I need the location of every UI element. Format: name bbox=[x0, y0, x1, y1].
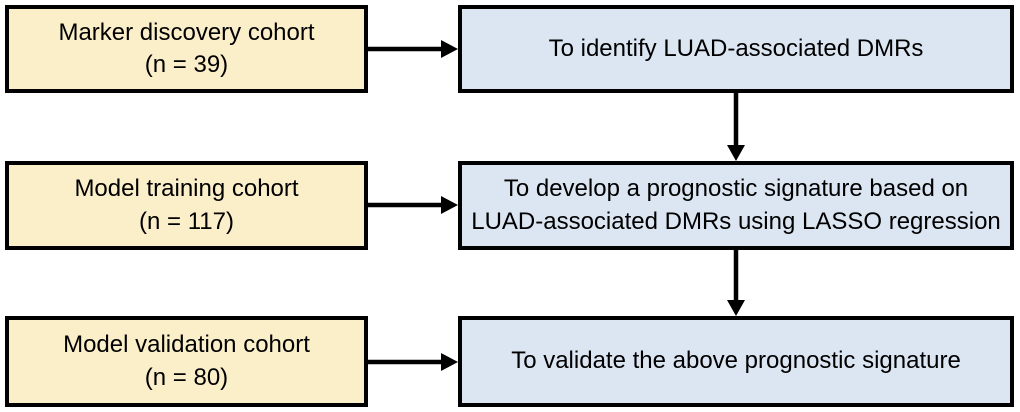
cohort-sample-size: (n = 80) bbox=[144, 363, 229, 391]
step-text: To validate the above prognostic signatu… bbox=[511, 347, 961, 375]
arrow-right-icon bbox=[368, 193, 458, 217]
arrow-right-icon bbox=[368, 37, 458, 61]
arrow-down-icon bbox=[724, 93, 748, 161]
step-text: To identify LUAD-associated DMRs bbox=[548, 34, 924, 62]
cohort-sample-size: (n = 117) bbox=[139, 207, 234, 235]
cohort-label: Model validation cohort bbox=[63, 331, 310, 359]
cohort-label: Marker discovery cohort bbox=[58, 18, 315, 46]
step-text: To develop a prognostic signature based … bbox=[471, 175, 1001, 235]
step-box-identify-dmrs: To identify LUAD-associated DMRs bbox=[458, 5, 1014, 93]
arrow-right-icon bbox=[368, 350, 458, 374]
cohort-sample-size: (n = 39) bbox=[144, 51, 229, 78]
step-box-validate-signature: To validate the above prognostic signatu… bbox=[458, 316, 1014, 407]
step-box-develop-signature: To develop a prognostic signature based … bbox=[458, 161, 1014, 250]
cohort-box-model-training: Model training cohort (n = 117) bbox=[5, 161, 368, 250]
cohort-box-model-validation: Model validation cohort (n = 80) bbox=[5, 316, 368, 407]
arrow-down-icon bbox=[724, 250, 748, 316]
cohort-box-marker-discovery: Marker discovery cohort (n = 39) bbox=[5, 5, 368, 93]
cohort-label: Model training cohort bbox=[74, 175, 299, 203]
